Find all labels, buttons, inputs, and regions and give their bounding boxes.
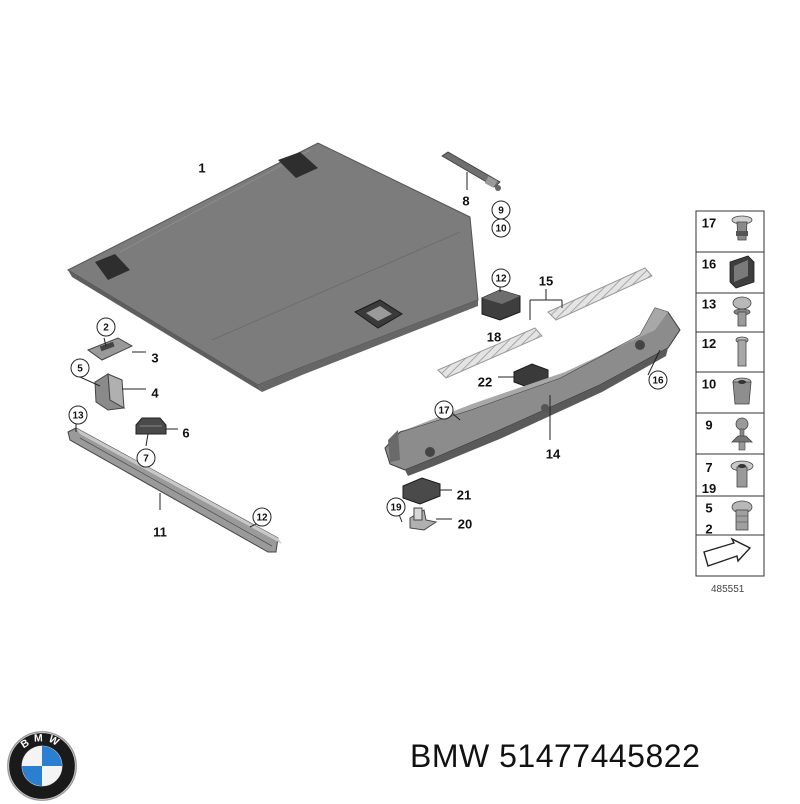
svg-text:19: 19 bbox=[390, 503, 402, 514]
callout-8: 8 bbox=[462, 194, 469, 209]
svg-text:13: 13 bbox=[72, 411, 84, 422]
body-nut-icon bbox=[730, 460, 754, 488]
collar-screw-icon bbox=[731, 500, 753, 531]
svg-text:2: 2 bbox=[103, 323, 109, 334]
callout-17: 17 bbox=[434, 400, 454, 420]
svg-text:10: 10 bbox=[495, 224, 507, 235]
svg-text:12: 12 bbox=[495, 274, 507, 285]
table-label-13: 13 bbox=[702, 297, 716, 312]
gas-strut bbox=[441, 151, 501, 191]
svg-text:16: 16 bbox=[652, 376, 664, 387]
svg-text:3: 3 bbox=[151, 351, 158, 366]
cover-part-6 bbox=[135, 417, 178, 447]
loading-sill-trim-part-14 bbox=[384, 307, 681, 476]
callout-9: 9 bbox=[491, 200, 511, 220]
callout-6: 6 bbox=[182, 426, 189, 441]
diagram-reference-number: 485551 bbox=[711, 584, 745, 595]
table-label-10: 10 bbox=[702, 377, 716, 392]
svg-text:5: 5 bbox=[77, 364, 83, 375]
bmw-roundel-logo: BMW bbox=[7, 731, 77, 801]
svg-text:17: 17 bbox=[438, 406, 450, 417]
ball-stud-icon bbox=[731, 417, 753, 451]
callout-12: 12 bbox=[491, 268, 511, 288]
callout-15: 15 bbox=[539, 274, 553, 289]
svg-text:15: 15 bbox=[539, 274, 553, 289]
callout-4: 4 bbox=[151, 386, 159, 401]
table-label-12: 12 bbox=[702, 336, 716, 351]
svg-text:8: 8 bbox=[462, 194, 469, 209]
table-label-5: 5 bbox=[705, 501, 712, 516]
table-label-7: 7 bbox=[705, 460, 712, 475]
bracket-part-3 bbox=[86, 337, 146, 361]
callout-10: 10 bbox=[491, 218, 511, 238]
callout-19: 19 bbox=[386, 497, 406, 517]
callout-20: 20 bbox=[458, 517, 472, 532]
rail-part-11 bbox=[67, 420, 282, 553]
washer-screw-icon bbox=[732, 296, 752, 327]
svg-text:20: 20 bbox=[458, 517, 472, 532]
callout-22: 22 bbox=[478, 375, 492, 390]
svg-text:14: 14 bbox=[546, 447, 561, 462]
svg-text:22: 22 bbox=[478, 375, 492, 390]
svg-text:7: 7 bbox=[143, 454, 149, 465]
block-part-18 bbox=[481, 282, 521, 321]
table-label-17: 17 bbox=[702, 216, 716, 231]
clip-nut-icon bbox=[729, 255, 755, 289]
callout-5: 5 bbox=[70, 358, 90, 378]
trim-strips-part-15 bbox=[437, 267, 653, 379]
callout-1: 1 bbox=[198, 161, 205, 176]
callout-11: 11 bbox=[153, 525, 167, 540]
callout-16: 16 bbox=[648, 370, 668, 390]
bracket-part-4 bbox=[79, 373, 146, 411]
sleeve-nut-icon bbox=[732, 377, 752, 405]
floor-handle-pocket bbox=[278, 152, 318, 178]
svg-text:11: 11 bbox=[153, 525, 167, 540]
callout-2: 2 bbox=[96, 317, 116, 337]
clip-part-21 bbox=[402, 477, 452, 505]
callout-13: 13 bbox=[68, 405, 88, 425]
callout-3: 3 bbox=[151, 351, 158, 366]
fastener-table bbox=[695, 210, 765, 577]
callout-18: 18 bbox=[487, 330, 501, 345]
svg-text:1: 1 bbox=[198, 161, 205, 176]
luggage-floor-panel bbox=[66, 142, 479, 392]
svg-text:6: 6 bbox=[182, 426, 189, 441]
bracket-part-20 bbox=[397, 507, 452, 531]
fastener-table-labels: 17 16 13 12 10 9 7 19 5 2 bbox=[702, 216, 716, 537]
expanding-rivet-icon bbox=[731, 215, 753, 241]
table-label-2: 2 bbox=[705, 522, 712, 537]
svg-text:18: 18 bbox=[487, 330, 501, 345]
table-label-9: 9 bbox=[705, 418, 712, 433]
table-label-16: 16 bbox=[702, 257, 716, 272]
svg-text:12: 12 bbox=[256, 513, 268, 524]
small-parts-arrow-icon bbox=[703, 537, 752, 567]
callout-7: 7 bbox=[136, 448, 156, 468]
callout-12: 12 bbox=[252, 507, 272, 527]
svg-text:4: 4 bbox=[151, 386, 159, 401]
floor-handle-pocket bbox=[95, 254, 130, 280]
callout-21: 21 bbox=[457, 488, 471, 503]
callout-14: 14 bbox=[546, 447, 561, 462]
table-label-19: 19 bbox=[702, 481, 716, 496]
part-number-caption: BMW 51477445822 bbox=[410, 738, 701, 774]
svg-text:9: 9 bbox=[498, 206, 504, 217]
svg-text:21: 21 bbox=[457, 488, 471, 503]
pin-screw-icon bbox=[735, 336, 749, 367]
